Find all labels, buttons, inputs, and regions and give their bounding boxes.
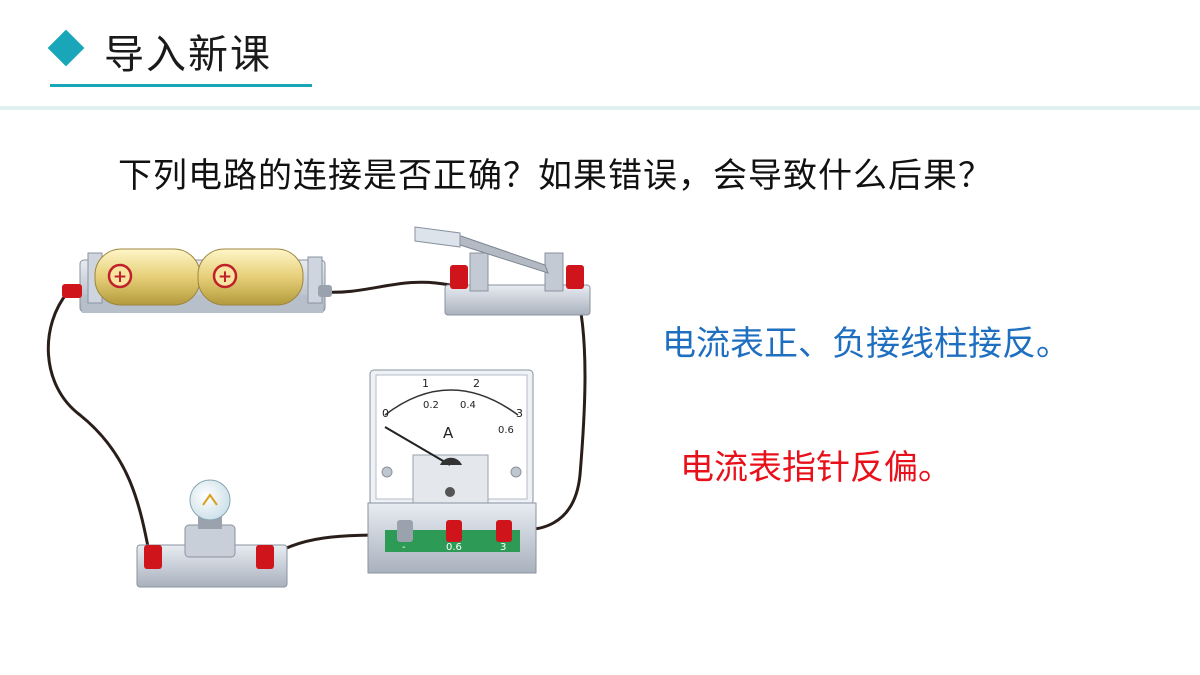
ammeter-terminal-neg (397, 520, 413, 542)
terminal-red (62, 284, 82, 298)
plus-icon (212, 263, 238, 289)
section-title: 导入新课 (104, 32, 272, 78)
scale-top-1: 1 (422, 377, 429, 390)
ammeter-unit: A (443, 424, 454, 442)
wire-battery-bulb (46, 291, 152, 558)
bulb-terminal-right (256, 545, 274, 569)
bulb-terminal-left (144, 545, 162, 569)
slide-header: 导入新课 (0, 0, 1200, 112)
scale-bottom-2: 0.6 (498, 425, 514, 436)
switch-terminal-right (566, 265, 584, 289)
scale-top-3: 3 (516, 407, 523, 420)
cell-symbol-2: + (218, 267, 232, 287)
ammeter-terminal-3 (496, 520, 512, 542)
terminal-label-3: 3 (500, 542, 506, 553)
circuit-diagram: + + 0 (46, 226, 591, 588)
terminal-grey (318, 285, 332, 297)
knife-switch-icon (414, 226, 591, 316)
scale-top-0: 0 (382, 407, 389, 420)
title-underline (50, 84, 312, 87)
bulb-icon (136, 479, 288, 588)
ammeter-terminal-06 (446, 520, 462, 542)
ammeter-icon: 0 1 2 3 0.2 0.4 0.6 A - 0.6 3 (367, 369, 537, 574)
question-text: 下列电路的连接是否正确？如果错误，会导致什么后果？ (118, 156, 993, 196)
plus-icon (107, 263, 133, 289)
answer-line-2: 电流表指针反偏。 (680, 448, 952, 488)
header-divider (0, 106, 1200, 110)
scale-top-2: 2 (473, 377, 480, 390)
terminal-label-06: 0.6 (446, 542, 462, 553)
wire-battery-switch (322, 280, 451, 294)
answer-line-1: 电流表正、负接线柱接反。 (662, 324, 1070, 364)
battery-holder-icon: + + (62, 248, 332, 313)
scale-bottom-0: 0.2 (423, 400, 439, 411)
cell-symbol-1: + (113, 267, 127, 287)
wire-switch-ammeter (504, 284, 587, 531)
diamond-bullet-icon (47, 29, 85, 67)
switch-terminal-left (450, 265, 468, 289)
terminal-label-neg: - (402, 542, 406, 553)
scale-bottom-1: 0.4 (460, 400, 476, 411)
